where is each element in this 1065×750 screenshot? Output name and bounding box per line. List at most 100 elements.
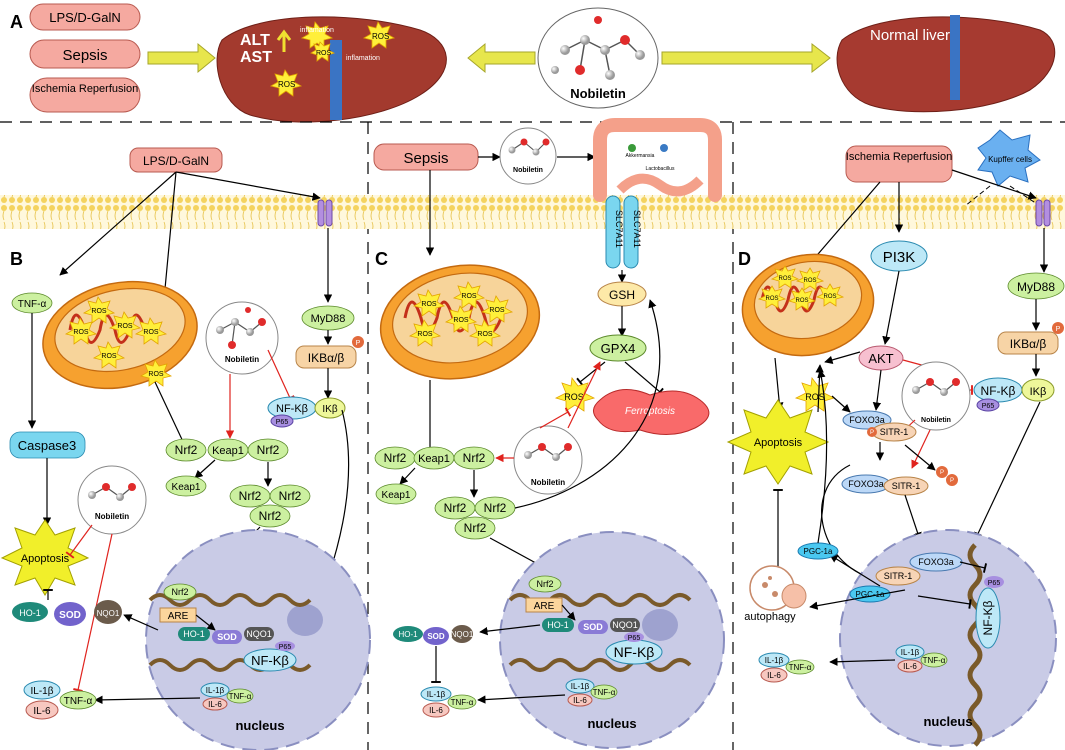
- svg-text:IL-6: IL-6: [33, 706, 51, 717]
- ros-c: ROS: [554, 376, 596, 412]
- svg-text:IL-6: IL-6: [573, 696, 587, 705]
- ho1-sod-nqo1-cyto-b: HO-1 SOD NQO1: [12, 600, 122, 626]
- svg-text:Akkermansia: Akkermansia: [626, 153, 655, 159]
- nobiletin-d: Nobiletin: [901, 361, 971, 431]
- svg-text:ROS: ROS: [417, 331, 433, 338]
- foxo3a-sitr1-nucleus: FOXO3a SITR-1 P65: [875, 552, 1004, 588]
- svg-text:NQO1: NQO1: [97, 609, 120, 618]
- nrf2-are-c: Nrf2 ARE: [525, 575, 563, 613]
- svg-text:ROS: ROS: [101, 353, 117, 360]
- svg-text:PGC-1a: PGC-1a: [856, 590, 885, 599]
- svg-text:HO-1: HO-1: [547, 620, 569, 630]
- ikb-ab-b: IKBα/β P: [295, 336, 364, 369]
- cause-ischemia: Ischemia Reperfusion: [29, 77, 141, 113]
- panel-b: B LPS/D-GalN TNF-α Caspase3 Apoptosis: [0, 147, 371, 750]
- svg-text:SLC7A11: SLC7A11: [614, 210, 624, 248]
- svg-text:AKT: AKT: [868, 351, 893, 366]
- svg-text:ROS: ROS: [803, 278, 816, 284]
- svg-text:Keap1: Keap1: [212, 445, 244, 457]
- svg-text:Normal liver: Normal liver: [870, 27, 950, 44]
- arrow-cause-to-liver: [147, 42, 216, 74]
- svg-text:ROS: ROS: [795, 298, 808, 304]
- arrow-to-normal-liver: [661, 42, 831, 74]
- nobiletin-label-a: Nobiletin: [570, 86, 626, 101]
- nrf2-are-b: Nrf2 ARE: [159, 583, 197, 623]
- svg-text:NF-Kβ: NF-Kβ: [614, 644, 655, 660]
- cell-membrane: [0, 195, 1065, 229]
- svg-text:HO-1: HO-1: [183, 629, 205, 639]
- keap1-free-b: Keap1: [165, 475, 207, 497]
- svg-text:ROS: ROS: [477, 331, 493, 338]
- svg-text:NF-Kβ: NF-Kβ: [981, 600, 995, 635]
- phosphate-d: P P: [936, 466, 958, 486]
- svg-text:IKBα/β: IKBα/β: [1010, 337, 1047, 351]
- svg-text:Nrf2: Nrf2: [536, 579, 553, 589]
- svg-text:SOD: SOD: [217, 632, 237, 642]
- svg-text:Lactobacillus: Lactobacillus: [646, 166, 675, 172]
- pgc1a-cyto: PGC-1a: [797, 542, 839, 560]
- svg-text:nucleus: nucleus: [235, 718, 284, 733]
- svg-text:NQO1: NQO1: [246, 629, 272, 639]
- svg-text:Keap1: Keap1: [418, 453, 450, 465]
- nobiletin-c-mid: Nobiletin: [513, 425, 583, 495]
- svg-text:autophagy: autophagy: [744, 611, 796, 623]
- normal-liver: Normal liver: [836, 15, 1056, 113]
- cause-sepsis: Sepsis: [29, 39, 141, 69]
- svg-text:Nobiletin: Nobiletin: [513, 167, 543, 174]
- panel-a: A LPS/D-GalN Sepsis Ischemia Reperfusion…: [10, 3, 1056, 123]
- svg-text:ROS: ROS: [73, 329, 89, 336]
- ikb-ab-d: IKBα/β P: [997, 322, 1064, 355]
- svg-text:P65: P65: [988, 580, 1001, 587]
- svg-text:SOD: SOD: [427, 632, 445, 641]
- svg-text:NF-Kβ: NF-Kβ: [276, 403, 308, 415]
- autophagy-node: autophagy: [744, 565, 807, 623]
- svg-text:ROS: ROS: [372, 32, 389, 41]
- cytokines-nucleus-c: IL-1β IL-6 TNF-α: [565, 678, 618, 707]
- damaged-liver: ALT AST inflamation ROS ROS ROS inflamat…: [216, 16, 447, 123]
- ho1-sod-nqo1-nucleus-b: HO-1 SOD NQO1: [178, 627, 274, 644]
- nfkb-nucleus-b: NF-Kβ P65: [243, 641, 297, 672]
- svg-text:ROS: ROS: [778, 276, 791, 282]
- ros-group-b: ROS ROS ROS ROS ROS ROS: [64, 296, 173, 387]
- svg-text:FOXO3a: FOXO3a: [918, 557, 954, 567]
- trigger-sepsis-c: Sepsis: [373, 143, 479, 171]
- svg-text:SOD: SOD: [59, 610, 81, 621]
- nucleus-c: nucleus: [499, 531, 725, 749]
- trigger-ischemia-d: Ischemia Reperfusion: [845, 145, 953, 183]
- tlr4-receptor-b: [317, 199, 333, 227]
- svg-text:Nrf2: Nrf2: [484, 501, 507, 515]
- slc7a11-transporter: SLC7A11 SLC7A11: [605, 195, 642, 269]
- svg-text:P65: P65: [276, 419, 289, 426]
- cytokines-nucleus-b: IL-1β IL-6 TNF-α: [200, 682, 254, 711]
- svg-text:ROS: ROS: [453, 317, 469, 324]
- svg-text:SITR-1: SITR-1: [880, 427, 909, 437]
- svg-text:Kupffer cells: Kupffer cells: [988, 155, 1032, 164]
- cause-ischemia-text: Ischemia Reperfusion: [32, 83, 138, 95]
- cytokines-cyto-b: IL-1β IL-6 TNF-α: [23, 680, 97, 720]
- apoptosis-b: Apoptosis: [0, 519, 90, 596]
- gsh-node: GSH: [597, 281, 647, 307]
- svg-text:NQO1: NQO1: [612, 620, 638, 630]
- panel-c: C Sepsis Nobiletin Akkermansia Lactobaci…: [373, 118, 725, 749]
- svg-text:ROS: ROS: [143, 329, 159, 336]
- svg-text:ROS: ROS: [805, 392, 825, 402]
- panel-letter-a: A: [10, 12, 23, 32]
- svg-text:Nobiletin: Nobiletin: [95, 512, 129, 521]
- svg-text:Apoptosis: Apoptosis: [754, 437, 803, 449]
- tnf-node-b: TNF-α: [11, 292, 53, 314]
- ros-group-c: ROS ROS ROS ROS ROS ROS: [408, 281, 514, 347]
- svg-text:IKβ: IKβ: [322, 404, 337, 415]
- svg-text:Nrf2: Nrf2: [257, 443, 280, 457]
- svg-text:SITR-1: SITR-1: [884, 571, 913, 581]
- svg-text:Ferroptosis: Ferroptosis: [625, 406, 675, 417]
- pi3k-node: PI3K: [870, 240, 928, 272]
- svg-text:IL-6: IL-6: [767, 671, 781, 680]
- ho1-sod-nqo1-cyto-c: HO-1 SOD NQO1: [393, 625, 474, 645]
- nfkb-complex-b: NF-Kβ P65 IKβ: [267, 396, 346, 428]
- cytokines-cyto-d: IL-1β IL-6 TNF-α: [758, 652, 815, 683]
- cytokines-nucleus-d: IL-1β IL-6 TNF-α: [895, 644, 948, 673]
- panel-letter-d: D: [738, 249, 751, 269]
- myd88-d: MyD88: [1007, 272, 1065, 300]
- svg-text:SITR-1: SITR-1: [892, 481, 921, 491]
